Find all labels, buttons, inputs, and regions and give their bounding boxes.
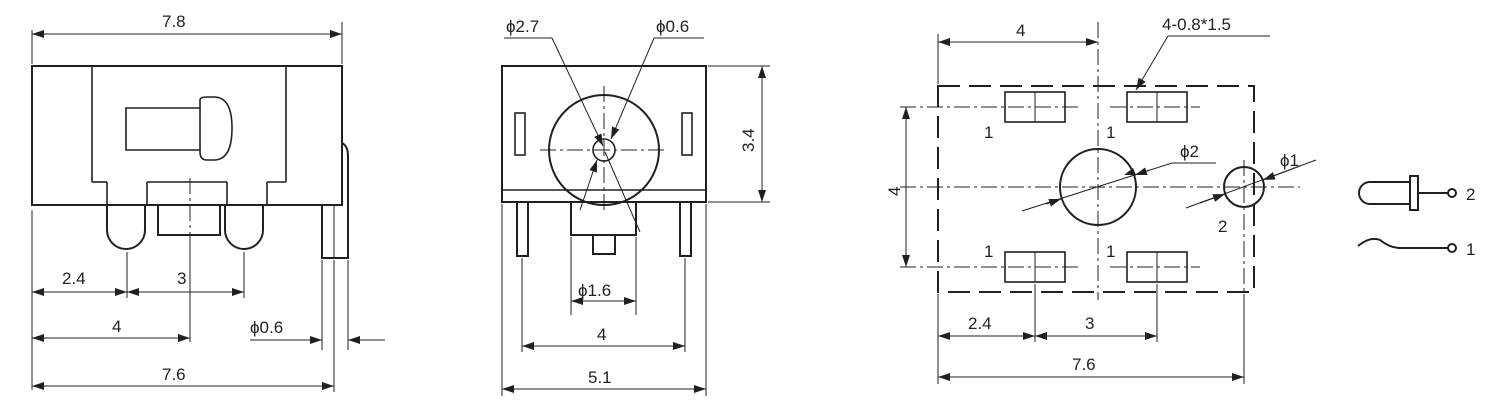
dim-offset-2-4: 2.4	[62, 269, 86, 288]
spring-contact	[1357, 237, 1448, 249]
footprint-outline	[937, 85, 1255, 293]
slot-shape	[125, 96, 233, 161]
dim-bore: ϕ2.7	[506, 17, 539, 36]
schematic-symbol: 2 1	[1357, 175, 1475, 259]
pad-label: 1	[984, 242, 993, 261]
plug-body	[1358, 181, 1411, 205]
pad-label: 1	[1106, 242, 1115, 261]
side-view: 7.8 2.4 3 4 7.6 ϕ0.6	[31, 12, 385, 392]
dim-pcb-pitch: 3	[1085, 314, 1094, 333]
dim-big-hole: ϕ2	[1180, 142, 1199, 161]
pad-label: 1	[984, 123, 993, 142]
dim-pcb-width: 7.6	[1072, 355, 1096, 374]
pad-label: 1	[1106, 123, 1115, 142]
dim-pin-pitch: 4	[597, 325, 606, 344]
plug-collar	[1409, 175, 1419, 211]
vertical-pin	[321, 142, 349, 259]
dim-pcb-height: 4	[885, 187, 904, 196]
dim-center-pin: ϕ0.6	[656, 17, 689, 36]
left-slot	[514, 112, 526, 156]
dim-slots: 4-0.8*1.5	[1162, 15, 1231, 34]
hole-label: 2	[1218, 217, 1227, 236]
u-pin-right	[224, 205, 264, 250]
center-post	[157, 204, 221, 236]
dim-front-width: 5.1	[588, 368, 612, 387]
dim-small-hole: ϕ1	[1280, 151, 1299, 170]
dim-7-6: 7.6	[162, 365, 186, 384]
dim-pcb-left: 2.4	[968, 314, 992, 333]
front-post	[570, 202, 637, 236]
pin-2-label: 2	[1466, 185, 1475, 204]
dim-total-width: 7.8	[162, 12, 186, 31]
pin-1-label: 1	[1466, 240, 1475, 259]
front-pin-left	[516, 201, 529, 257]
right-slot	[681, 112, 693, 156]
dim-4: 4	[112, 317, 121, 336]
dim-pin-dia: ϕ0.6	[250, 318, 283, 337]
pcb-layout: 4 4-0.8*1.5 ϕ2 ϕ1 4 1 1 1 1 2 2.4 3 7.6	[885, 15, 1317, 384]
front-view: ϕ2.7 ϕ0.6 3.4 ϕ1.6 4 5.1	[501, 17, 770, 396]
u-pin-left	[106, 205, 146, 250]
dim-post: ϕ1.6	[578, 281, 611, 300]
dim-pitch-3: 3	[177, 269, 186, 288]
front-pin-right	[679, 201, 692, 257]
dim-pad-pitch-top: 4	[1016, 21, 1025, 40]
side-body	[31, 65, 343, 206]
dim-front-height: 3.4	[739, 128, 758, 152]
